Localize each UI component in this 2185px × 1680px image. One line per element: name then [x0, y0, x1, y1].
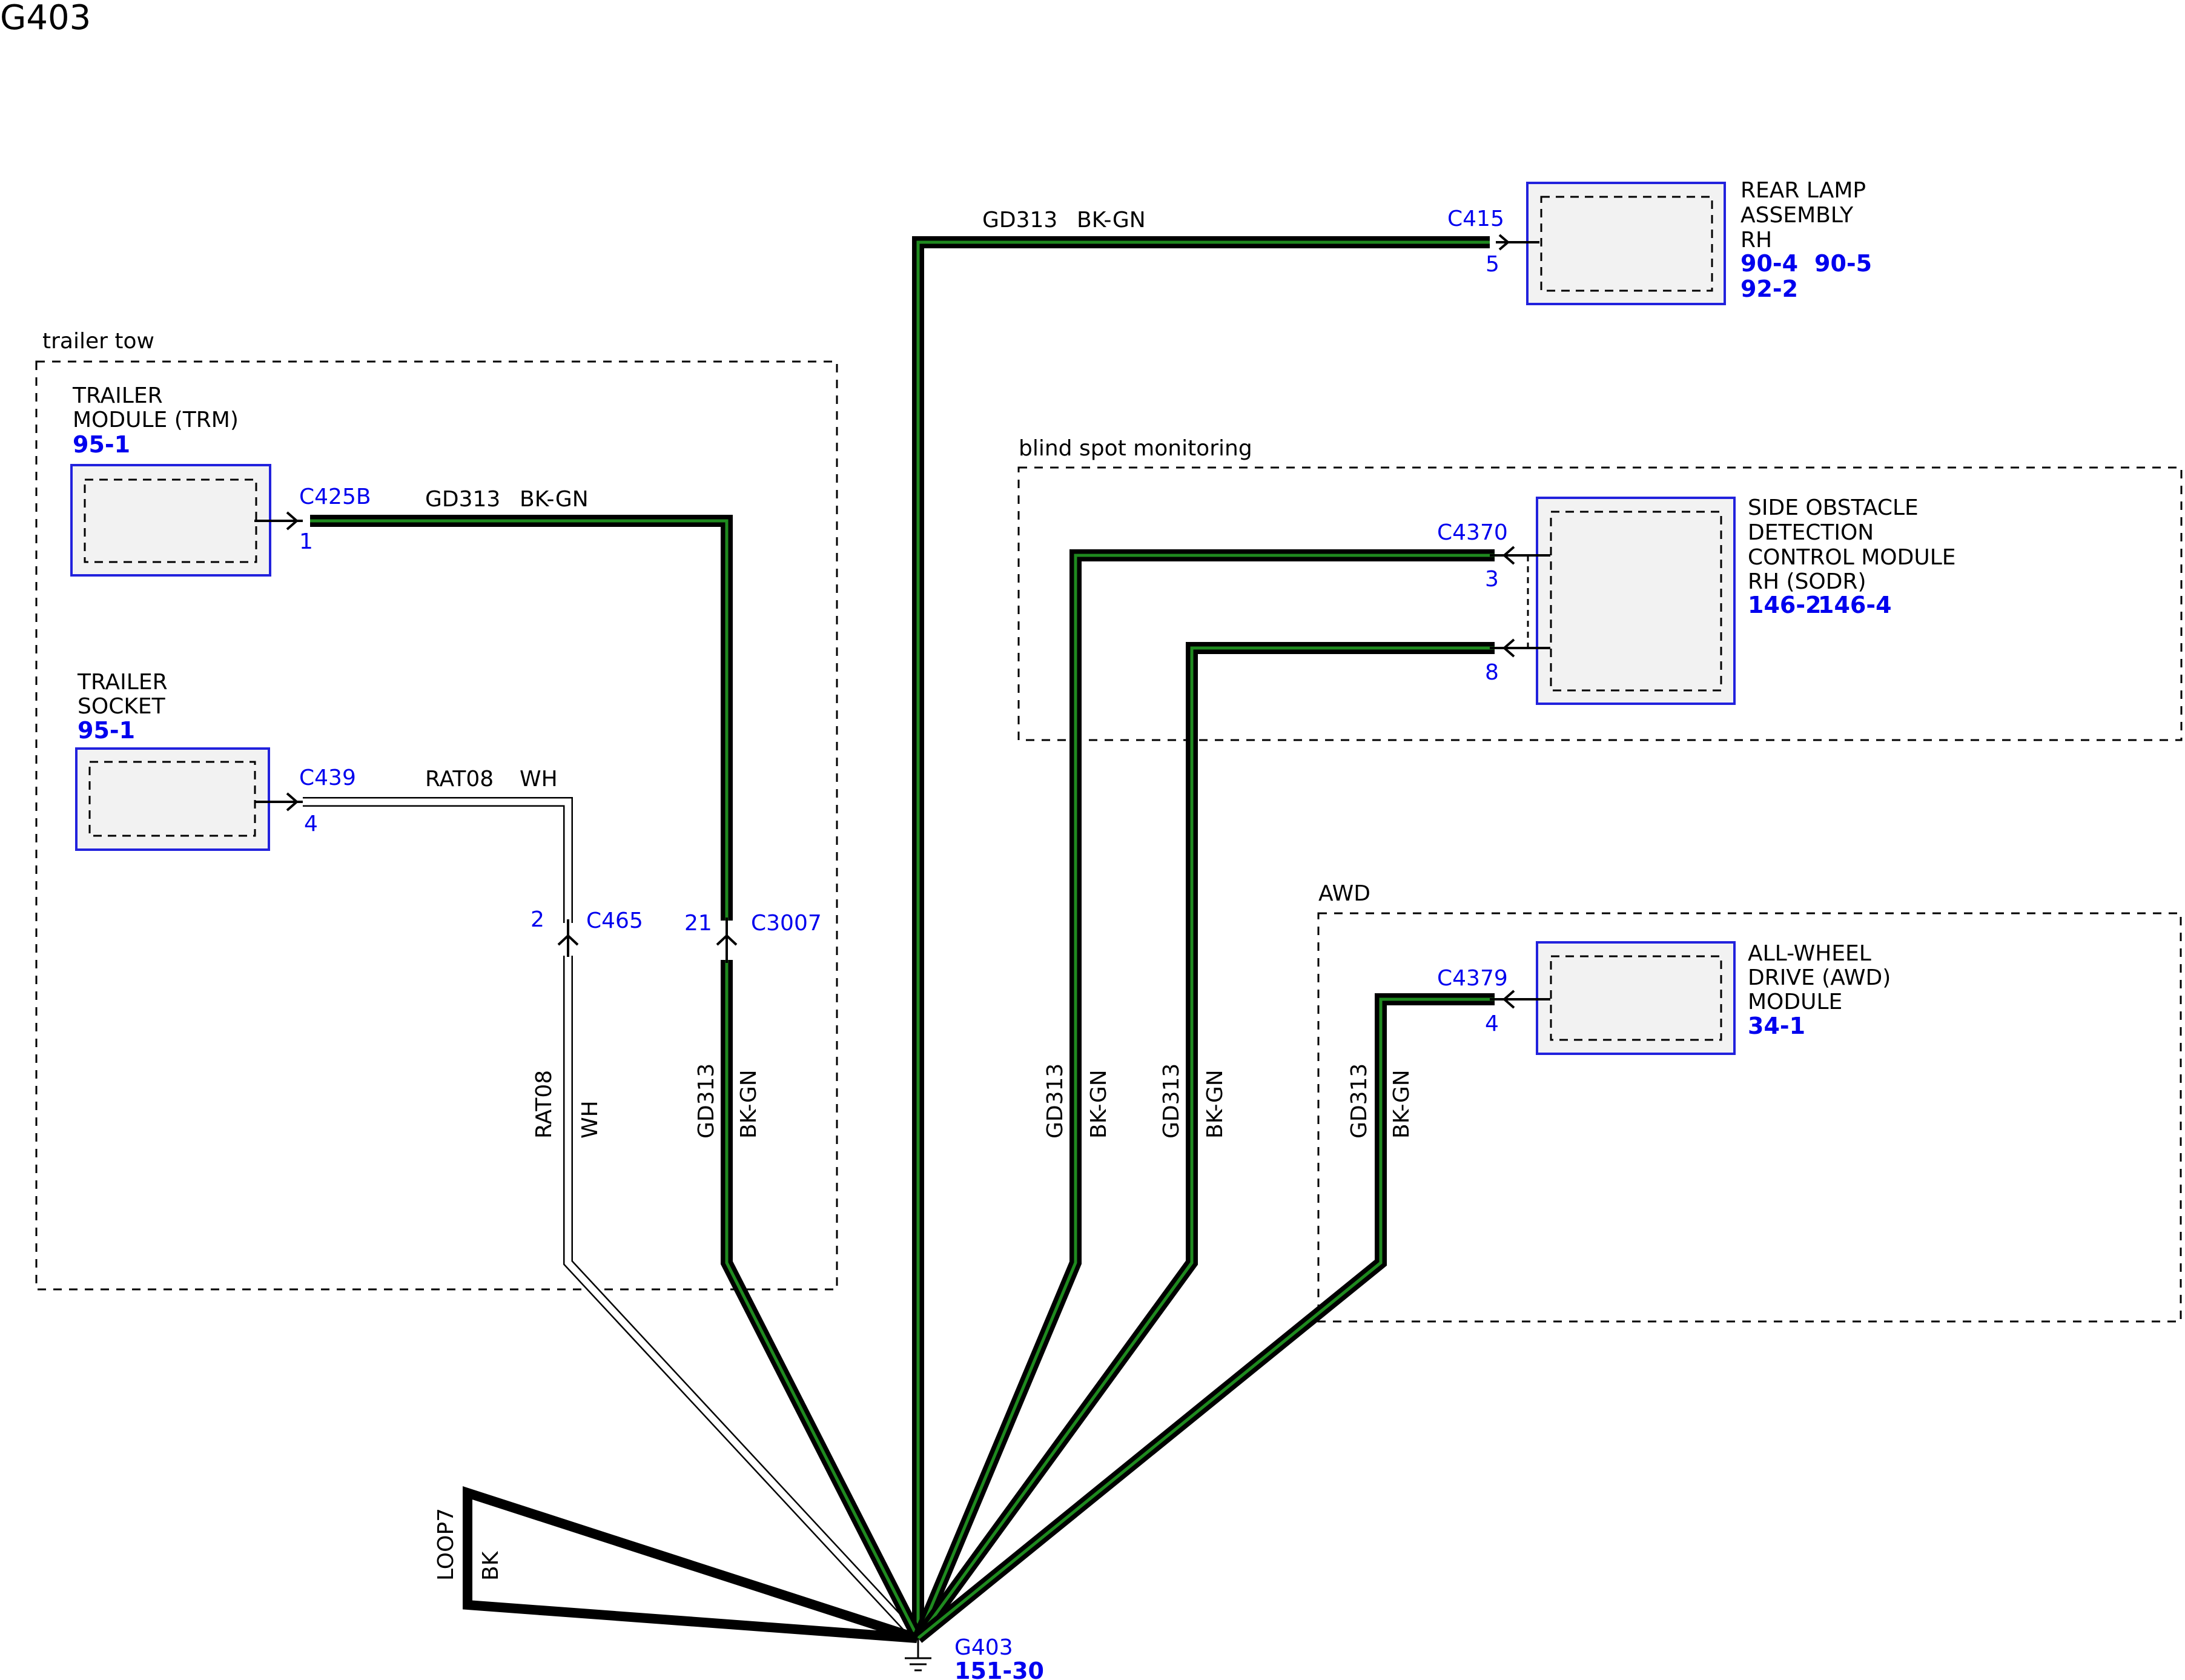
connector-c465[interactable]: 2 C465	[531, 907, 643, 957]
wire-gd313-c3007-ground	[721, 960, 924, 1641]
pin-number: 3	[1485, 567, 1499, 592]
connector-c4370[interactable]: C4370 3 8	[1437, 520, 1550, 685]
ground-ref-link[interactable]: 151-30	[954, 1658, 1044, 1680]
connector-id: C425B	[299, 484, 371, 509]
svg-text:RAT08: RAT08	[532, 1070, 557, 1139]
wire-label-rat08-vertical: RAT08 WH	[532, 1070, 603, 1139]
module-sodr: SIDE OBSTACLE DETECTION CONTROL MODULE R…	[1536, 495, 1956, 705]
module-name: REAR LAMP	[1740, 178, 1866, 203]
module-name: RH	[1740, 228, 1772, 253]
module-name: TRAILER	[72, 383, 163, 408]
wire-gd313-c4379	[914, 993, 1495, 1643]
wire-label-c439: RAT08 WH	[425, 767, 558, 792]
module-awd: ALL-WHEEL DRIVE (AWD) MODULE 34-1	[1536, 941, 1891, 1055]
wire-label-c425b: GD313 BK-GN	[425, 487, 589, 512]
connector-c425b[interactable]: C425B 1	[254, 484, 371, 554]
wire-gd313-c4370-pin3	[912, 549, 1495, 1641]
module-name: DETECTION	[1748, 520, 1874, 545]
wire-rat08	[303, 797, 921, 1642]
connector-c439[interactable]: C439 4	[254, 766, 356, 836]
connector-c4379[interactable]: C4379 4	[1437, 966, 1550, 1036]
wire-loop7	[463, 1486, 919, 1643]
pin-number: 21	[684, 911, 712, 936]
module-ref-link[interactable]: 90-5	[1814, 250, 1872, 277]
svg-text:WH: WH	[578, 1100, 603, 1139]
group-label-blind-spot: blind spot monitoring	[1019, 436, 1252, 461]
pin-number: 1	[299, 529, 313, 554]
group-label-awd: AWD	[1318, 881, 1370, 906]
ground-icon	[905, 1638, 931, 1672]
connector-id: C465	[586, 908, 643, 933]
wire-gd313-c4370-pin8	[913, 642, 1495, 1642]
page-title: G403	[0, 0, 91, 38]
svg-text:BK-GN: BK-GN	[1203, 1070, 1228, 1139]
svg-text:GD313: GD313	[694, 1063, 719, 1139]
module-name: SOCKET	[78, 694, 166, 719]
wire-label-c3007-vertical: GD313 BK-GN	[694, 1063, 761, 1139]
svg-text:BK-GN: BK-GN	[1086, 1070, 1111, 1139]
wire-gd313-c425b	[310, 515, 733, 921]
group-trailer-tow: trailer tow	[35, 329, 838, 1291]
group-blind-spot: blind spot monitoring	[1017, 436, 2183, 741]
module-name: SIDE OBSTACLE	[1748, 495, 1919, 520]
connector-c3007[interactable]: 21 C3007	[684, 911, 822, 963]
wire-label-sodr-pin8-vertical: GD313 BK-GN	[1159, 1063, 1228, 1139]
pin-number: 5	[1486, 252, 1499, 277]
ground-g403[interactable]: G403 151-30	[905, 1635, 1044, 1680]
svg-text:BK-GN: BK-GN	[1077, 208, 1146, 233]
svg-text:RAT08: RAT08	[425, 767, 494, 792]
module-ref-link[interactable]: 95-1	[78, 717, 135, 744]
svg-text:BK-GN: BK-GN	[736, 1070, 761, 1139]
module-ref-link[interactable]: 34-1	[1748, 1013, 1805, 1039]
module-name: RH (SODR)	[1748, 569, 1866, 594]
svg-text:GD313: GD313	[1347, 1063, 1372, 1139]
module-name: ALL-WHEEL	[1748, 941, 1871, 966]
svg-text:GD313: GD313	[1159, 1063, 1184, 1139]
wire-gd313-c415	[912, 236, 1490, 1638]
connector-id: C4379	[1437, 966, 1508, 991]
connector-c415[interactable]: C415 5	[1447, 207, 1539, 277]
module-ref-link[interactable]: 90-4	[1740, 250, 1798, 277]
module-trailer-socket: TRAILER SOCKET 95-1	[75, 670, 270, 851]
svg-text:GD313: GD313	[1043, 1063, 1068, 1139]
module-name: DRIVE (AWD)	[1748, 965, 1891, 990]
module-name: CONTROL MODULE	[1748, 545, 1956, 570]
pin-number: 8	[1485, 660, 1499, 685]
module-name: MODULE (TRM)	[73, 408, 239, 432]
svg-text:BK: BK	[478, 1550, 503, 1581]
connector-id: C439	[299, 766, 356, 790]
module-ref-link[interactable]: 92-2	[1740, 276, 1798, 302]
module-ref-link[interactable]: 146-4	[1818, 592, 1892, 618]
pin-number: 2	[531, 907, 544, 932]
group-awd: AWD	[1317, 881, 2182, 1323]
svg-text:WH: WH	[520, 767, 558, 792]
wire-label-awd-vertical: GD313 BK-GN	[1347, 1063, 1414, 1139]
connector-id: C4370	[1437, 520, 1508, 545]
connector-id: C3007	[751, 911, 822, 936]
module-name: TRAILER	[77, 670, 168, 695]
module-ref-link[interactable]: 95-1	[73, 431, 130, 458]
wire-label-loop7: LOOP7 BK	[434, 1508, 503, 1581]
group-label-trailer-tow: trailer tow	[42, 329, 154, 354]
wire-label-sodr-pin3-vertical: GD313 BK-GN	[1043, 1063, 1111, 1139]
ground-id: G403	[954, 1635, 1013, 1660]
connector-id: C415	[1447, 207, 1504, 231]
module-name: MODULE	[1748, 990, 1842, 1014]
svg-text:GD313: GD313	[982, 208, 1057, 233]
pin-number: 4	[304, 812, 318, 836]
module-rear-lamp: REAR LAMP ASSEMBLY RH 90-4 90-5 92-2	[1526, 178, 1872, 305]
svg-text:BK-GN: BK-GN	[520, 487, 589, 512]
pin-number: 4	[1485, 1011, 1499, 1036]
svg-text:BK-GN: BK-GN	[1389, 1070, 1414, 1139]
module-ref-link[interactable]: 146-2	[1748, 592, 1822, 618]
module-name: ASSEMBLY	[1740, 203, 1854, 228]
wire-label-c415: GD313 BK-GN	[982, 208, 1146, 233]
svg-text:GD313: GD313	[425, 487, 500, 512]
svg-text:LOOP7: LOOP7	[434, 1508, 458, 1581]
module-trm: TRAILER MODULE (TRM) 95-1	[70, 383, 271, 577]
